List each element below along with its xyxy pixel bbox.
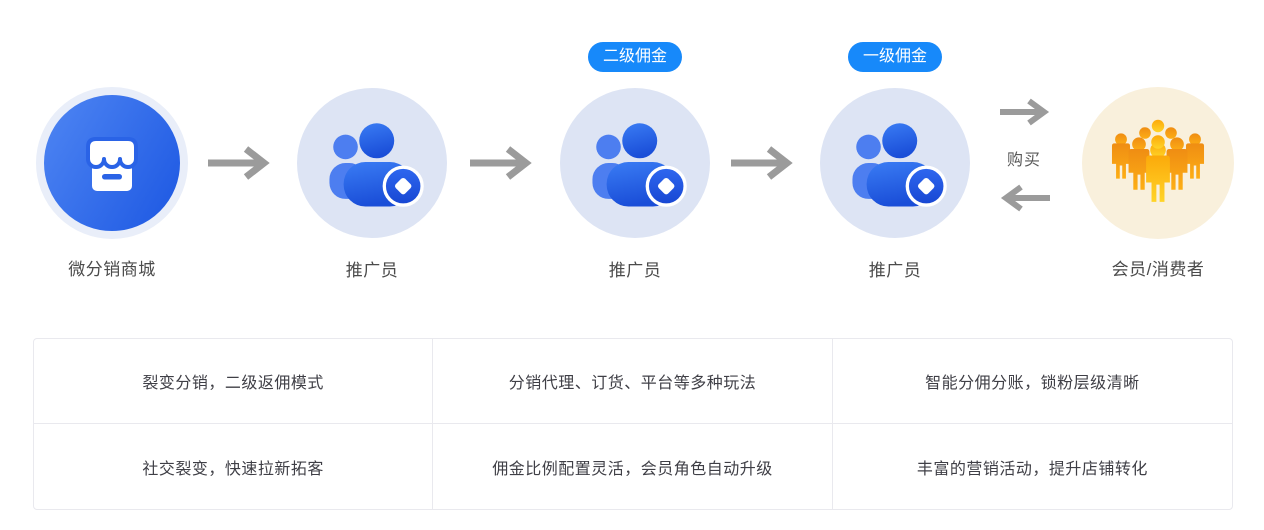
feature-cell: 佣金比例配置灵活，会员角色自动升级 <box>433 424 833 509</box>
flow-node-consumers: 会员/消费者 <box>1082 87 1234 279</box>
feature-cell: 丰富的营销活动，提升店铺转化 <box>916 460 1148 478</box>
promoter-glyph <box>850 121 947 209</box>
feature-cell: 裂变分销，二级返佣模式 <box>34 339 434 424</box>
node-label: 推广员 <box>608 261 662 280</box>
promoter-icon <box>560 88 710 238</box>
storefront-icon <box>36 87 188 239</box>
promoter-glyph <box>590 121 687 209</box>
promoter-icon <box>297 88 447 238</box>
feature-cell: 社交裂变，快速拉新拓客 <box>34 424 434 509</box>
feature-table: 裂变分销，二级返佣模式 分销代理、订货、平台等多种玩法 智能分佣分账，锁粉层级清… <box>33 338 1233 510</box>
crowd-icon <box>1082 87 1234 239</box>
flow-node-promoter-1: 推广员 <box>297 88 447 280</box>
node-label: 微分销商城 <box>68 260 156 279</box>
purchase-arrow-right-icon <box>1000 98 1050 126</box>
flow-arrow-right-icon <box>208 146 270 180</box>
feature-cell: 分销代理、订货、平台等多种玩法 <box>433 339 833 424</box>
node-label: 推广员 <box>345 261 399 280</box>
crowd-glyph <box>1111 119 1205 202</box>
flow-arrow-right-icon <box>470 146 532 180</box>
promoter-icon <box>820 88 970 238</box>
flow-node-promoter-2: 二级佣金 推广员 <box>560 42 710 280</box>
flow-node-mall: 微分销商城 <box>36 87 188 279</box>
node-label: 推广员 <box>868 261 922 280</box>
flow-arrow-right-icon <box>731 146 793 180</box>
commission-badge-level2: 二级佣金 <box>587 42 683 72</box>
flow-node-promoter-3: 一级佣金 推广员 <box>820 42 970 280</box>
storefront-glyph <box>86 137 138 191</box>
feature-cell: 智能分佣分账，锁粉层级清晰 <box>832 339 1232 424</box>
commission-badge-level1: 一级佣金 <box>847 42 943 72</box>
purchase-arrow-left-icon <box>1000 184 1050 212</box>
promoter-glyph <box>327 121 424 209</box>
purchase-label: 购买 <box>1006 152 1041 169</box>
node-label: 会员/消费者 <box>1111 260 1205 279</box>
